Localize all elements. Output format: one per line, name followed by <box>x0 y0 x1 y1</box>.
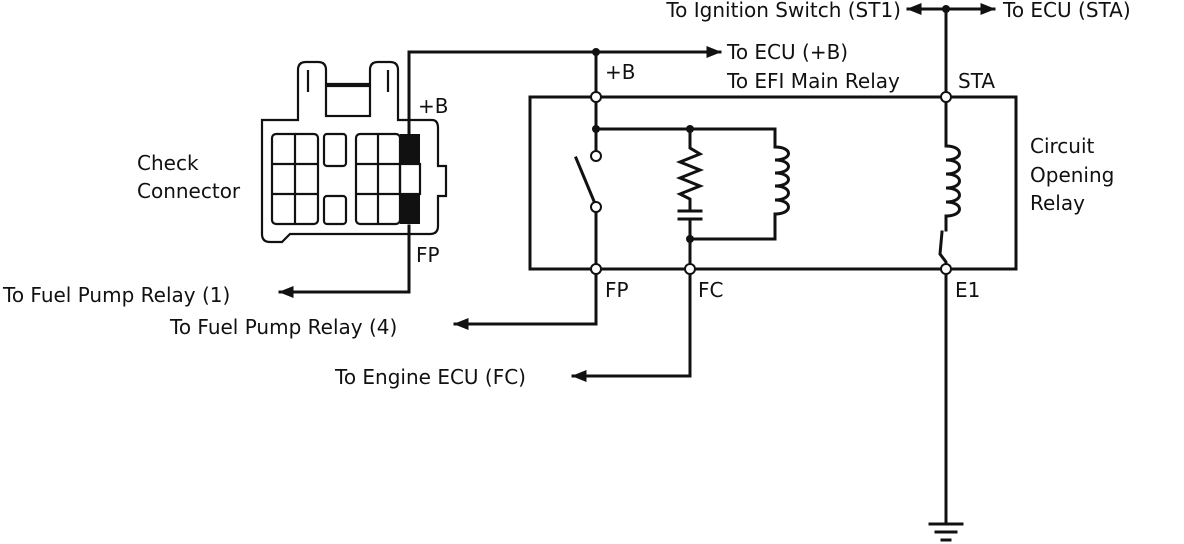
label-check-connector-1: Check <box>137 151 199 175</box>
labels: To Ignition Switch (ST1) To ECU (STA) To… <box>2 0 1131 389</box>
check-connector-latch <box>306 70 390 92</box>
terminal-sta <box>940 91 952 103</box>
junctions <box>592 5 950 243</box>
relay-switch-contact <box>574 156 598 208</box>
fc-coil-icon <box>773 145 790 216</box>
terminals <box>590 91 952 275</box>
check-connector <box>260 60 448 244</box>
resistor-icon <box>675 127 705 212</box>
terminal-plus-b <box>590 91 602 103</box>
label-circuit-opening-relay-1: Circuit <box>1030 134 1095 158</box>
label-sta: STA <box>958 69 995 93</box>
switch-contact-upper <box>590 150 602 162</box>
label-to-fuel-pump-relay-1: To Fuel Pump Relay (1) <box>2 283 230 307</box>
label-fp-connector: FP <box>416 243 440 267</box>
relay-internals <box>574 95 961 271</box>
label-to-ignition-switch: To Ignition Switch (ST1) <box>665 0 901 22</box>
label-to-engine-ecu-fc: To Engine ECU (FC) <box>334 365 526 389</box>
relay-housing <box>528 95 1018 271</box>
label-to-ecu-sta: To ECU (STA) <box>1002 0 1131 22</box>
label-e1: E1 <box>955 278 980 302</box>
check-connector-tab <box>324 84 372 118</box>
label-to-ecu-plus-b: To ECU (+B) <box>726 40 848 64</box>
check-connector-cavities <box>270 132 422 226</box>
wiring <box>278 3 996 526</box>
wire-fp-relay <box>453 267 598 330</box>
ground-icon <box>928 522 964 542</box>
terminal-fp <box>590 263 602 275</box>
wire-fc-relay <box>571 267 692 382</box>
label-to-fuel-pump-relay-4: To Fuel Pump Relay (4) <box>169 315 397 339</box>
wire-fp-connector <box>278 224 411 298</box>
label-fp-relay: FP <box>605 278 629 302</box>
label-plus-b-relay: +B <box>605 60 635 84</box>
label-circuit-opening-relay-2: Opening <box>1030 163 1114 187</box>
terminal-fc <box>684 263 696 275</box>
terminal-e1 <box>940 263 952 275</box>
switch-contact-lower <box>590 201 602 213</box>
wire-plus-b-connector <box>407 50 598 140</box>
sta-coil-icon <box>944 144 961 218</box>
label-plus-b-connector: +B <box>418 94 448 118</box>
label-fc-relay: FC <box>698 278 723 302</box>
label-circuit-opening-relay-3: Relay <box>1030 191 1085 215</box>
label-to-efi-main-relay: To EFI Main Relay <box>726 69 900 93</box>
check-connector-body <box>260 60 448 244</box>
label-check-connector-2: Connector <box>137 179 241 203</box>
